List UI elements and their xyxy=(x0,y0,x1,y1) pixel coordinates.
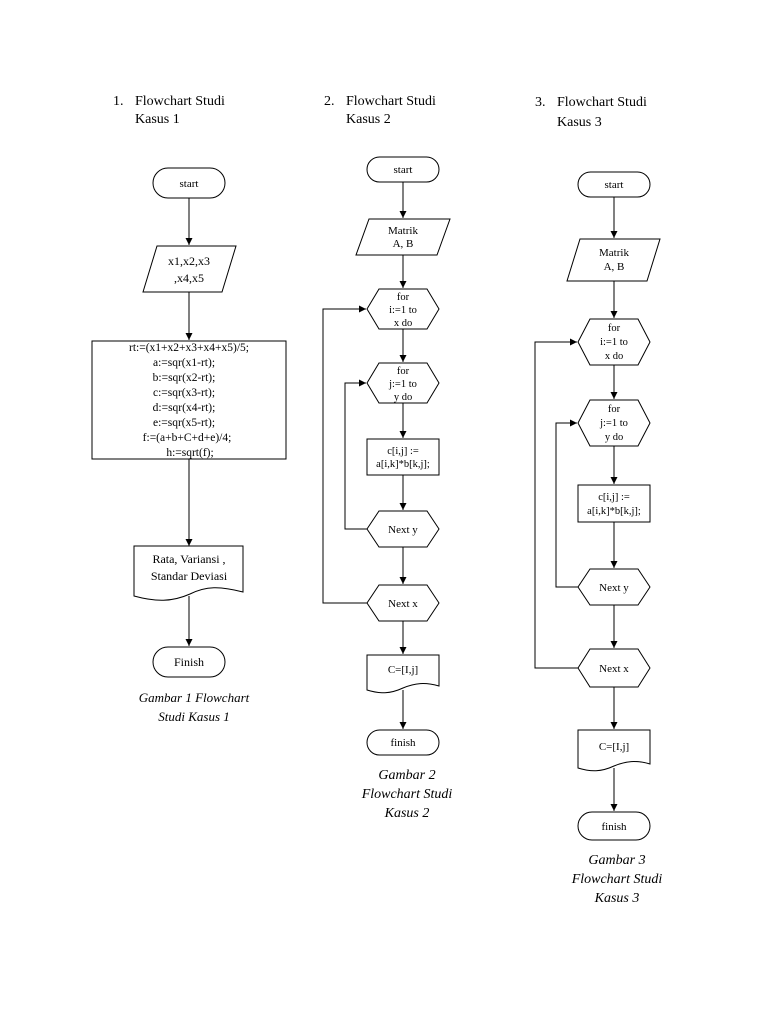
process-line: e:=sqr(x5-rt); xyxy=(153,417,215,429)
heading-line-1: Flowchart Studi xyxy=(346,94,436,109)
loop-i-line-1: for xyxy=(608,323,621,334)
caption-line-1: Gambar 1 Flowchart xyxy=(138,690,250,705)
caption-line-2: Flowchart Studi xyxy=(361,787,453,802)
caption-line-1: Gambar 2 xyxy=(378,768,436,783)
next-y-label: Next y xyxy=(599,582,629,594)
start-label: start xyxy=(394,164,413,176)
heading-number: 3. xyxy=(535,95,546,110)
output-label: C=[I,j] xyxy=(599,741,629,753)
caption-line-3: Kasus 3 xyxy=(594,891,640,906)
process-line: h:=sqrt(f); xyxy=(166,447,213,459)
process-line: d:=sqr(x4-rt); xyxy=(153,402,216,414)
loop-i-hexagon xyxy=(577,318,651,366)
heading-number: 2. xyxy=(324,94,335,109)
caption-line-2: Studi Kasus 1 xyxy=(158,709,230,724)
loop-i-hexagon xyxy=(366,288,440,330)
input-parallelogram xyxy=(142,245,237,293)
finish-terminal xyxy=(366,729,440,756)
loop-j-hexagon xyxy=(577,399,651,447)
heading-line-1: Flowchart Studi xyxy=(557,95,647,110)
process-line-1: c[i,j] := xyxy=(387,446,419,457)
loop-j-line-1: for xyxy=(608,404,621,415)
output-label: C=[I,j] xyxy=(388,664,418,676)
flowchart-3 xyxy=(534,171,661,841)
finish-label: Finish xyxy=(174,655,204,669)
process-line: a:=sqr(x1-rt); xyxy=(153,357,215,369)
process-box xyxy=(366,438,440,476)
next-x-label: Next x xyxy=(599,663,629,675)
loop-i-line-1: for xyxy=(397,292,410,303)
process-line-1: c[i,j] := xyxy=(598,492,630,503)
flowchart-2 xyxy=(322,156,451,756)
input-parallelogram xyxy=(566,238,661,282)
input-label-line-1: Matrik xyxy=(599,247,629,259)
loop-i-line-2: i:=1 to xyxy=(600,337,628,348)
heading-line-2: Kasus 3 xyxy=(557,115,602,130)
loop-i-line-3: x do xyxy=(605,351,623,362)
loop-back-y xyxy=(555,419,578,588)
input-label-line-1: Matrik xyxy=(388,225,418,237)
start-label: start xyxy=(605,179,624,191)
heading-number: 1. xyxy=(113,94,124,109)
loop-back-x xyxy=(322,305,367,604)
finish-label: finish xyxy=(390,737,416,749)
loop-j-line-2: j:=1 to xyxy=(388,379,417,390)
heading-flowchart-2: 2. Flowchart Studi Kasus 2 xyxy=(324,93,494,133)
process-line-2: a[i,k]*b[k,j]; xyxy=(376,459,430,470)
loop-i-line-2: i:=1 to xyxy=(389,305,417,316)
output-label-line-2: Standar Deviasi xyxy=(151,569,228,583)
caption-flowchart-3: Gambar 3 Flowchart Studi Kasus 3 xyxy=(547,851,687,908)
input-label-line-2: ,x4,x5 xyxy=(174,271,204,285)
caption-line-1: Gambar 3 xyxy=(588,853,646,868)
loop-back-x xyxy=(534,338,578,669)
finish-terminal xyxy=(152,646,226,678)
output-document xyxy=(133,545,244,601)
loop-back-y xyxy=(344,379,367,530)
process-line: b:=sqr(x2-rt); xyxy=(153,372,216,384)
loop-j-hexagon xyxy=(366,362,440,404)
loop-j-line-3: y do xyxy=(605,432,623,443)
output-document xyxy=(366,654,440,694)
input-label-line-2: A, B xyxy=(393,238,414,250)
process-line-2: a[i,k]*b[k,j]; xyxy=(587,506,641,517)
next-x-label: Next x xyxy=(388,598,418,610)
loop-j-line-2: j:=1 to xyxy=(599,418,628,429)
process-box xyxy=(577,484,651,523)
loop-i-line-3: x do xyxy=(394,318,412,329)
finish-terminal xyxy=(577,811,651,841)
output-label-line-1: Rata, Variansi , xyxy=(152,552,225,566)
caption-flowchart-2: Gambar 2 Flowchart Studi Kasus 2 xyxy=(337,766,477,823)
flowchart-1 xyxy=(91,167,287,678)
heading-flowchart-3: 3. Flowchart Studi Kasus 3 xyxy=(535,94,705,134)
process-line: rt:=(x1+x2+x3+x4+x5)/5; xyxy=(129,342,249,354)
loop-j-line-3: y do xyxy=(394,392,412,403)
start-label: start xyxy=(180,178,199,190)
caption-line-3: Kasus 2 xyxy=(384,806,430,821)
heading-flowchart-1: 1. Flowchart Studi Kasus 1 xyxy=(113,93,283,133)
heading-line-2: Kasus 2 xyxy=(346,112,391,127)
output-document xyxy=(577,729,651,772)
process-line: c:=sqr(x3-rt); xyxy=(153,387,215,399)
caption-flowchart-1: Gambar 1 Flowchart Studi Kasus 1 xyxy=(119,688,269,726)
caption-line-2: Flowchart Studi xyxy=(571,872,663,887)
heading-line-1: Flowchart Studi xyxy=(135,94,225,109)
loop-j-line-1: for xyxy=(397,366,410,377)
finish-label: finish xyxy=(601,821,627,833)
input-parallelogram xyxy=(355,218,451,256)
process-line: f:=(a+b+C+d+e)/4; xyxy=(143,432,232,444)
input-label-line-2: A, B xyxy=(604,261,625,273)
heading-line-2: Kasus 1 xyxy=(135,112,180,127)
input-label-line-1: x1,x2,x3 xyxy=(168,254,210,268)
next-y-label: Next y xyxy=(388,524,418,536)
